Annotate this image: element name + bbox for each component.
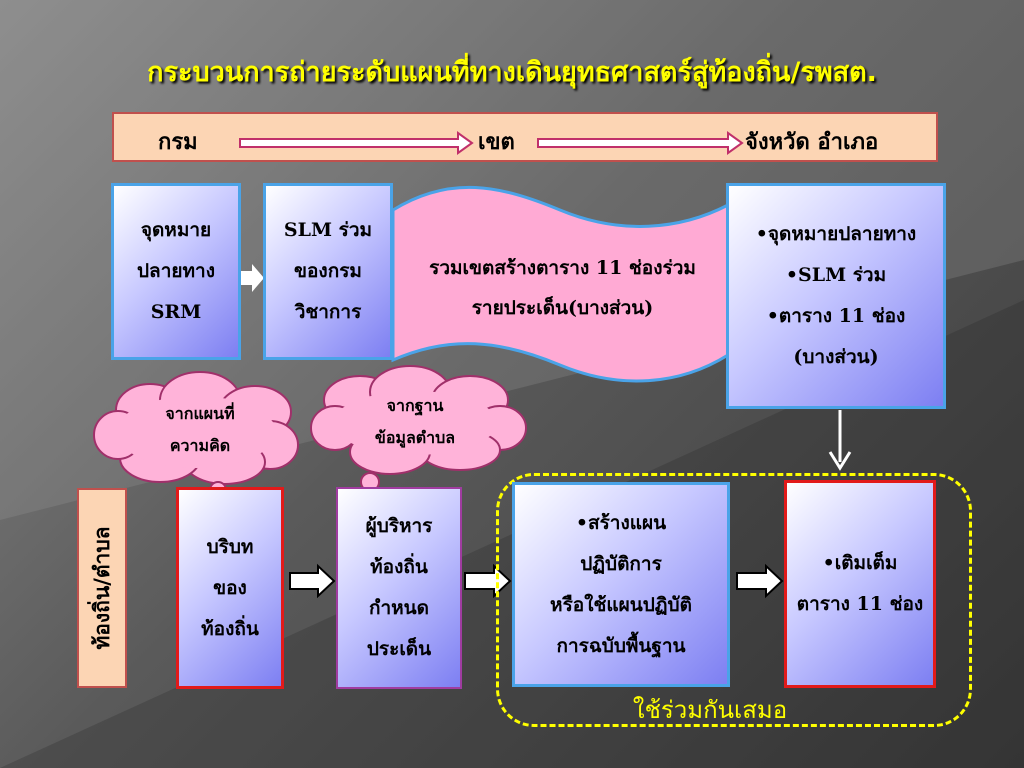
srm-to-slm-arrow bbox=[240, 264, 264, 292]
create-plan-line-1: •สร้างแผน bbox=[575, 511, 667, 534]
province-item-partial: (บางส่วน) bbox=[793, 346, 879, 368]
srm-target-line-1: จุดหมาย bbox=[140, 219, 212, 241]
page-title: กระบวนการถ่ายระดับแผนที่ทางเดินยุทธศาสตร… bbox=[147, 57, 877, 88]
bottom-arrow-1 bbox=[289, 563, 336, 599]
level-arrow-1 bbox=[239, 131, 474, 155]
create-plan-line-2: ปฏิบัติการ bbox=[580, 552, 662, 575]
cloud-tambon-data-line-2: ข้อมูลตำบล bbox=[374, 428, 456, 447]
fill-table-box: •เติมเต็ม ตาราง 11 ช่อง bbox=[784, 480, 936, 688]
local-context-line-1: บริบท bbox=[206, 535, 254, 558]
province-item-table: •ตาราง 11 ช่อง bbox=[766, 305, 906, 327]
local-admin-line-1: ผู้บริหาร bbox=[365, 515, 433, 537]
level-region: เขต bbox=[478, 130, 515, 155]
slm-joint-box: SLM ร่วม ของกรม วิชาการ bbox=[263, 183, 393, 360]
cloud-mind-map-line-2: ความคิด bbox=[169, 436, 231, 455]
srm-target-box: จุดหมาย ปลายทาง SRM bbox=[111, 183, 241, 360]
level-department: กรม bbox=[158, 130, 198, 155]
cloud-mind-map-line-1: จากแผนที่ bbox=[165, 404, 235, 423]
level-province-district: จังหวัด อำเภอ bbox=[745, 130, 879, 155]
create-plan-box: •สร้างแผน ปฏิบัติการ หรือใช้แผนปฏิบัติ ก… bbox=[512, 482, 730, 687]
local-context-line-2: ของ bbox=[213, 576, 247, 599]
regional-table-line-2: รายประเด็น(บางส่วน) bbox=[471, 297, 654, 319]
regional-table-line-1: รวมเขตสร้างตาราง 11 ช่องร่วม bbox=[429, 257, 696, 279]
srm-target-line-2: ปลายทาง bbox=[137, 260, 215, 282]
level-bar bbox=[112, 112, 938, 162]
slm-joint-line-3: วิชาการ bbox=[294, 301, 362, 323]
regional-table-text: รวมเขตสร้างตาราง 11 ช่องร่วม รายประเด็น(… bbox=[400, 248, 725, 328]
local-admin-line-2: ท้องถิ่น bbox=[370, 556, 428, 578]
cloud-tambon-data-line-1: จากฐาน bbox=[386, 396, 444, 415]
create-plan-line-4: การฉบับพื้นฐาน bbox=[556, 634, 686, 657]
province-item-target: •จุดหมายปลายทาง bbox=[755, 223, 917, 245]
local-admin-line-4: ประเด็น bbox=[366, 638, 432, 660]
local-level-tab bbox=[77, 488, 127, 688]
local-admin-line-3: กำหนด bbox=[368, 597, 430, 619]
province-summary-box: •จุดหมายปลายทาง •SLM ร่วม •ตาราง 11 ช่อง… bbox=[726, 183, 946, 409]
local-admin-box: ผู้บริหาร ท้องถิ่น กำหนด ประเด็น bbox=[336, 487, 462, 689]
level-arrow-2 bbox=[537, 131, 744, 155]
fill-table-line-2: ตาราง 11 ช่อง bbox=[796, 593, 924, 615]
down-arrow-head bbox=[828, 451, 852, 471]
local-context-line-3: ท้องถิ่น bbox=[201, 617, 259, 640]
local-level-label: ท้องถิ่น/ตำบล bbox=[90, 526, 114, 650]
cloud-tambon-data-text: จากฐาน ข้อมูลตำบล bbox=[345, 390, 485, 454]
slm-joint-line-1: SLM ร่วม bbox=[283, 219, 373, 241]
slm-joint-line-2: ของกรม bbox=[294, 260, 362, 282]
create-plan-line-3: หรือใช้แผนปฏิบัติ bbox=[550, 593, 692, 616]
local-context-box: บริบท ของ ท้องถิ่น bbox=[176, 487, 284, 689]
cloud-mind-map bbox=[93, 371, 299, 505]
srm-target-line-3: SRM bbox=[150, 301, 202, 323]
use-together-group bbox=[496, 473, 972, 727]
bottom-arrow-3 bbox=[736, 563, 784, 599]
province-item-slm: •SLM ร่วม bbox=[785, 264, 887, 286]
fill-table-line-1: •เติมเต็ม bbox=[822, 552, 898, 574]
use-together-caption: ใช้ร่วมกันเสมอ bbox=[632, 696, 788, 724]
cloud-mind-map-text: จากแผนที่ ความคิด bbox=[130, 398, 270, 462]
